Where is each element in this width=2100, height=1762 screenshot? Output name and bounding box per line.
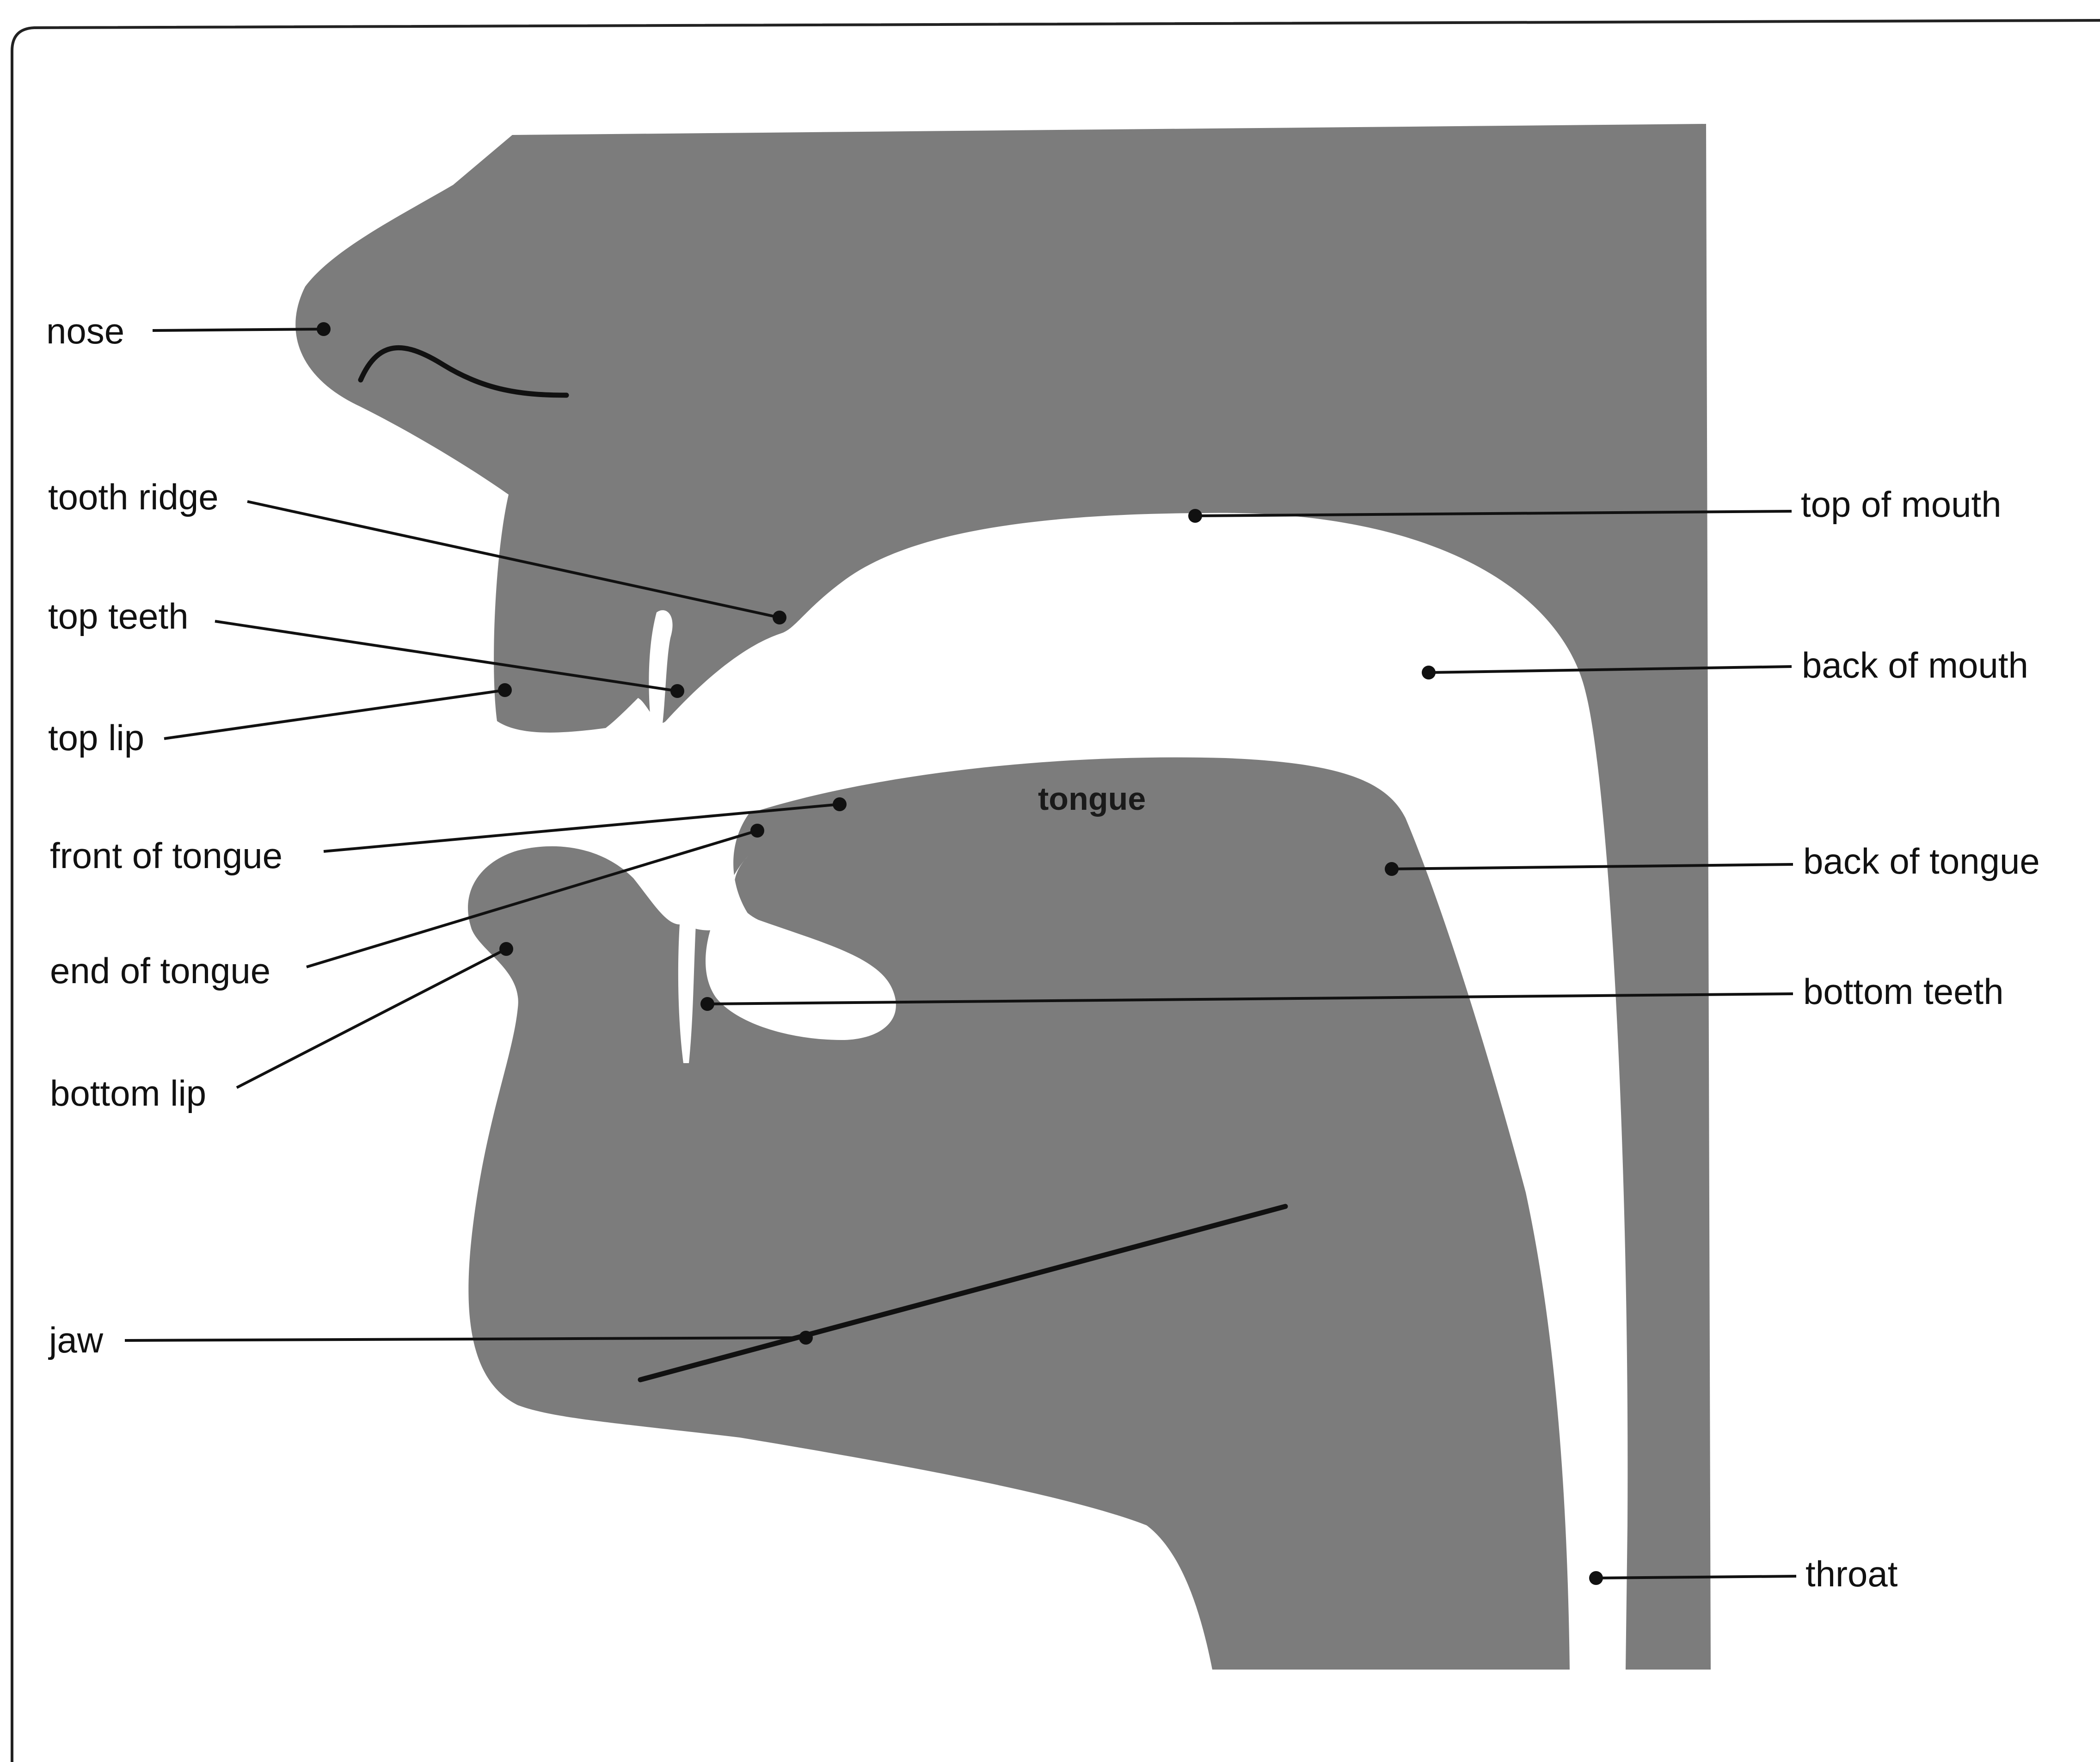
label-jaw: jaw — [48, 1320, 104, 1360]
leader-top-lip — [164, 690, 505, 739]
label-top-teeth: top teeth — [48, 596, 189, 636]
lower-face-tongue-region — [468, 758, 1570, 1670]
point-tooth-ridge — [773, 611, 786, 624]
label-back-of-mouth: back of mouth — [1802, 645, 2028, 685]
tongue-label: tongue — [1038, 781, 1146, 817]
point-bottom-lip — [499, 942, 513, 956]
leader-throat — [1596, 1576, 1796, 1578]
point-top-teeth — [670, 684, 684, 698]
label-back-of-tongue: back of tongue — [1803, 841, 2040, 881]
label-throat: throat — [1805, 1554, 1898, 1594]
label-end-of-tongue: end of tongue — [50, 950, 270, 991]
label-top-of-mouth: top of mouth — [1801, 484, 2002, 525]
label-front-of-tongue: front of tongue — [50, 835, 282, 876]
point-jaw — [799, 1331, 813, 1345]
leader-back-of-tongue — [1392, 864, 1793, 869]
point-top-of-mouth — [1188, 509, 1202, 523]
leader-bottom-lip — [237, 949, 506, 1088]
point-end-of-tongue — [750, 824, 764, 838]
label-bottom-teeth: bottom teeth — [1803, 971, 2004, 1012]
leader-nose — [153, 329, 324, 330]
point-top-lip — [498, 683, 512, 697]
point-throat — [1589, 1571, 1603, 1585]
label-bottom-lip: bottom lip — [50, 1073, 206, 1113]
point-front-of-tongue — [833, 797, 847, 811]
point-back-of-tongue — [1385, 862, 1399, 876]
label-top-lip: top lip — [48, 717, 144, 758]
point-nose — [317, 322, 331, 336]
point-back-of-mouth — [1422, 666, 1436, 679]
label-tooth-ridge: tooth ridge — [48, 477, 219, 517]
label-nose: nose — [46, 311, 124, 351]
point-bottom-teeth — [700, 997, 714, 1011]
